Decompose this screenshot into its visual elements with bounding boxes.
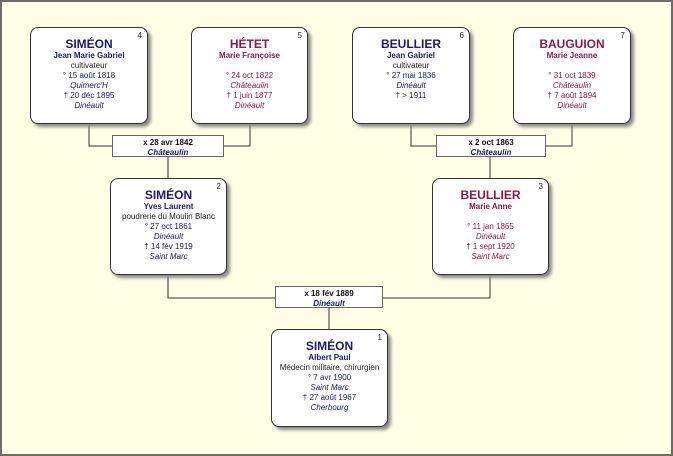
birth-date: ° 24 oct 1822 — [225, 71, 274, 80]
marriage-place: Châteaulin — [470, 148, 512, 157]
death-place: Saint Marc — [471, 252, 510, 261]
death-date: † 14 fév 1919 — [144, 242, 193, 251]
person-card-1[interactable]: 1 SIMÉON Albert Paul Médecin militaire, … — [271, 329, 388, 427]
person-card-4[interactable]: 4 SIMÉON Jean Marie Gabriel cultivateur … — [30, 27, 148, 124]
surname: BAUGUION — [539, 37, 605, 51]
birth-place: Dinéault — [396, 81, 426, 90]
surname: SIMÉON — [144, 188, 193, 202]
marriage-box-2-3[interactable]: x 18 fév 1889 Dinéault — [275, 286, 383, 308]
given-names: Albert Paul — [308, 353, 351, 362]
death-place: Dinéault — [557, 101, 587, 110]
surname: HÉTET — [229, 37, 270, 51]
occupation-spacer — [433, 212, 548, 222]
death-date: † > 1911 — [395, 91, 427, 100]
death-place: Cherbourg — [310, 403, 349, 412]
marriage-box-6-7[interactable]: x 2 oct 1863 Châteaulin — [436, 135, 546, 157]
person-card-3[interactable]: 3 BEULLIER Marie Anne ° 11 jan 1865 Diné… — [432, 178, 549, 275]
marriage-box-4-5[interactable]: x 28 avr 1842 Châteaulin — [112, 135, 224, 157]
death-date: † 1 juin 1877 — [226, 91, 273, 100]
person-card-7[interactable]: 7 BAUGUION Marie Jeanne ° 31 oct 1839 Ch… — [513, 27, 631, 124]
death-date: † 7 août 1894 — [547, 91, 597, 100]
given-names: Jean Gabriel — [386, 51, 436, 60]
person-number: 6 — [459, 31, 464, 40]
connector-4-5 — [88, 124, 251, 147]
death-place: Dinéault — [74, 101, 104, 110]
connector-2-3 — [167, 275, 491, 299]
connector-6-7 — [410, 124, 573, 147]
marriage-place: Dinéault — [313, 299, 345, 308]
person-number: 5 — [297, 31, 302, 40]
birth-date: ° 27 mai 1836 — [386, 71, 436, 80]
person-number: 3 — [538, 182, 543, 191]
birth-date: ° 7 avr 1900 — [307, 373, 352, 382]
surname: BEULLIER — [460, 188, 521, 202]
surname: BEULLIER — [381, 37, 441, 51]
birth-place: Châteaulin — [230, 81, 269, 90]
occupation-spacer — [514, 61, 630, 71]
birth-place: Dinéault — [153, 232, 184, 241]
surname: SIMÉON — [65, 37, 113, 51]
death-place: Saint Marc — [149, 252, 188, 261]
occupation: poudrerie du Moulin Blanc — [122, 212, 215, 221]
given-names: Marie Françoise — [219, 51, 280, 60]
person-number: 1 — [377, 333, 382, 342]
given-names: Marie Anne — [469, 202, 512, 211]
death-place: Dinéault — [234, 101, 265, 110]
marriage-date: x 18 fév 1889 — [304, 289, 354, 298]
death-date: † 1 sept 1920 — [466, 242, 515, 251]
birth-place: Saint Marc — [310, 383, 349, 392]
person-number: 7 — [620, 31, 625, 40]
given-names: Jean Marie Gabriel — [53, 51, 125, 60]
person-card-2[interactable]: 2 SIMÉON Yves Laurent poudrerie du Mouli… — [110, 178, 227, 275]
birth-date: ° 31 oct 1839 — [548, 71, 596, 80]
birth-place: Quimerc'H — [70, 81, 108, 90]
birth-date: ° 27 oct 1861 — [144, 222, 193, 231]
marriage-date: x 28 avr 1842 — [143, 138, 193, 147]
marriage-place: Châteaulin — [147, 148, 189, 157]
given-names: Marie Jeanne — [546, 51, 598, 60]
birth-place: Châteaulin — [552, 81, 592, 90]
birth-date: ° 15 août 1818 — [62, 71, 116, 80]
occupation: Médecin militaire, chirurgien — [279, 363, 380, 372]
surname: SIMÉON — [305, 339, 354, 353]
birth-place: Dinéault — [475, 232, 506, 241]
occupation: cultivateur — [70, 61, 108, 70]
person-number: 4 — [137, 31, 142, 40]
given-names: Yves Laurent — [143, 202, 194, 211]
person-card-5[interactable]: 5 HÉTET Marie Françoise ° 24 oct 1822 Ch… — [191, 27, 308, 124]
birth-date: ° 11 jan 1865 — [467, 222, 514, 231]
person-number: 2 — [216, 182, 221, 191]
occupation-spacer — [192, 61, 307, 71]
person-card-6[interactable]: 6 BEULLIER Jean Gabriel cultivateur ° 27… — [352, 27, 470, 124]
death-date: † 27 août 1967 — [302, 393, 357, 402]
occupation: cultivateur — [392, 61, 430, 70]
death-date: † 20 déc 1895 — [63, 91, 115, 100]
marriage-date: x 2 oct 1863 — [468, 138, 514, 147]
